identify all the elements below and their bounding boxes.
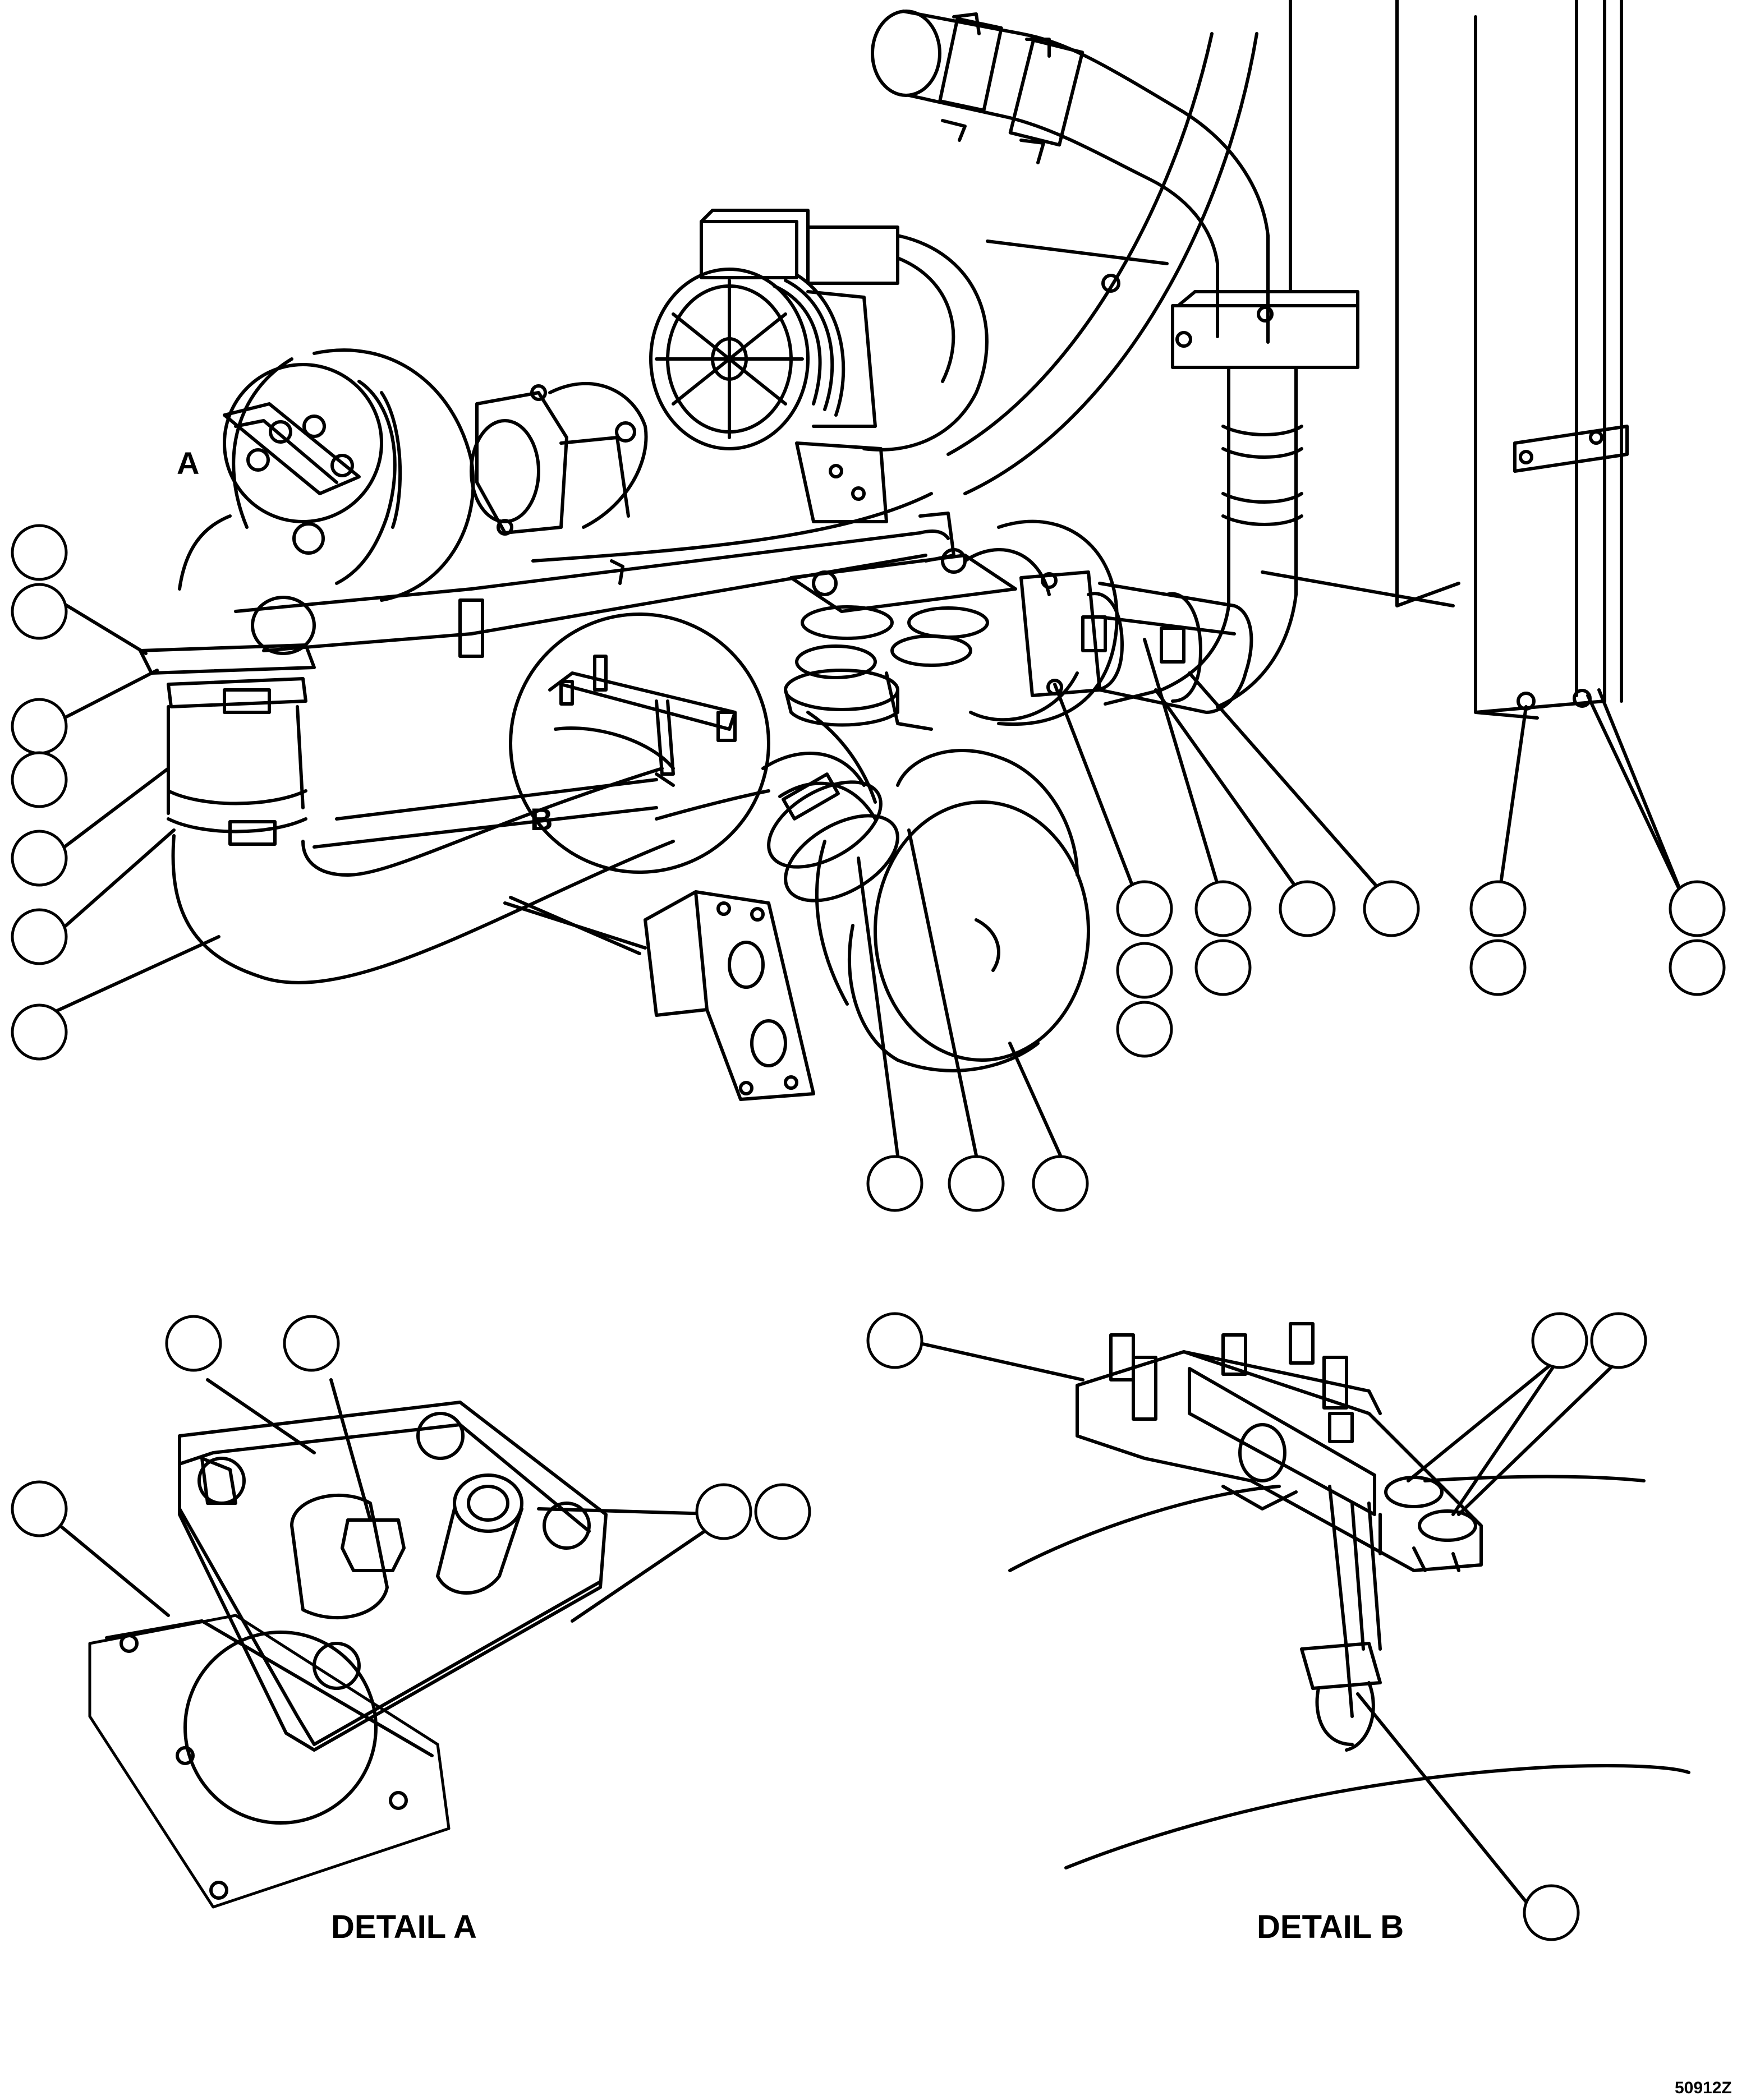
callout-balloon <box>1279 880 1336 937</box>
detail-b-caption: DETAIL B <box>1257 1909 1404 1945</box>
callout-balloon <box>1531 1312 1588 1369</box>
callout-balloon <box>1116 942 1173 999</box>
callout-balloon <box>1194 939 1252 996</box>
horizontal-tube <box>234 512 955 658</box>
left-housing <box>223 348 475 602</box>
callout-balloon <box>1363 880 1420 937</box>
center-coupling <box>470 382 648 536</box>
main-assembly-view <box>52 0 1685 1157</box>
callout-balloon <box>1194 880 1252 937</box>
detail-b-marker: B <box>530 802 553 837</box>
detail-b-region <box>509 612 770 874</box>
callout-balloon <box>1469 880 1527 937</box>
vertical-pipe <box>1104 290 1359 708</box>
callout-balloon <box>754 1483 811 1540</box>
detail-a-marker: A <box>177 445 199 481</box>
callout-balloon <box>1669 880 1726 937</box>
callout-balloon <box>11 830 68 887</box>
callout-balloon <box>866 1155 923 1212</box>
callout-balloon <box>1469 939 1527 996</box>
left-elbow-pipe <box>139 514 675 984</box>
callout-balloon <box>11 751 68 808</box>
callout-balloon <box>11 1003 68 1061</box>
callout-balloon <box>283 1315 340 1372</box>
callout-leaders <box>52 596 1685 1157</box>
detail-b-view <box>1008 1322 1690 1869</box>
callout-balloon <box>1116 1001 1173 1058</box>
callout-balloon <box>1590 1312 1647 1369</box>
callout-balloon <box>11 698 68 755</box>
detail-a-view <box>88 1401 608 1909</box>
figure-number: 50912Z <box>1675 2079 1732 2097</box>
callout-balloon <box>1032 1155 1089 1212</box>
callout-balloon <box>11 908 68 965</box>
callout-balloon <box>948 1155 1005 1212</box>
detail-leaders <box>52 1342 1623 1931</box>
upper-air-pipe <box>871 10 1270 344</box>
outlet-canister <box>761 711 1090 1072</box>
curved-duct <box>531 32 1258 563</box>
mount-isolators <box>784 548 1017 731</box>
callout-balloon <box>165 1315 222 1372</box>
mounting-bracket <box>503 890 815 1101</box>
blower-motor <box>649 209 989 523</box>
callout-balloon <box>866 1312 923 1369</box>
callout-balloons <box>11 524 1726 1941</box>
callout-balloon <box>1116 880 1173 937</box>
callout-balloon <box>1669 939 1726 996</box>
detail-a-caption: DETAIL A <box>331 1909 477 1945</box>
callout-balloon <box>11 1480 68 1537</box>
callout-balloon <box>695 1483 752 1540</box>
callout-balloon <box>11 524 68 581</box>
radiator-frame <box>1261 0 1629 720</box>
callout-balloon <box>1523 1884 1580 1941</box>
callout-balloon <box>11 583 68 640</box>
